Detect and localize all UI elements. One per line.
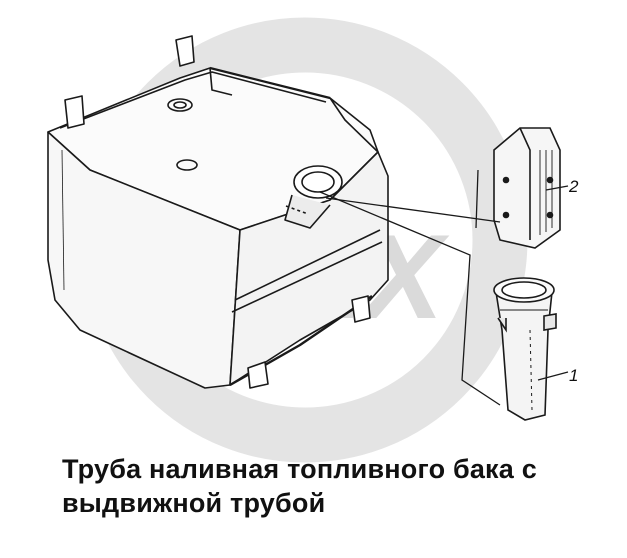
callout-1: 1 <box>569 366 578 385</box>
figure-caption: Труба наливная топливного бака с выдвижн… <box>62 454 537 518</box>
part-2-cover <box>493 127 561 249</box>
leader-lines <box>319 169 569 406</box>
part-1-filler-pipe <box>493 277 557 421</box>
fuel-tank <box>47 35 389 389</box>
callout-2: 2 <box>568 177 579 196</box>
